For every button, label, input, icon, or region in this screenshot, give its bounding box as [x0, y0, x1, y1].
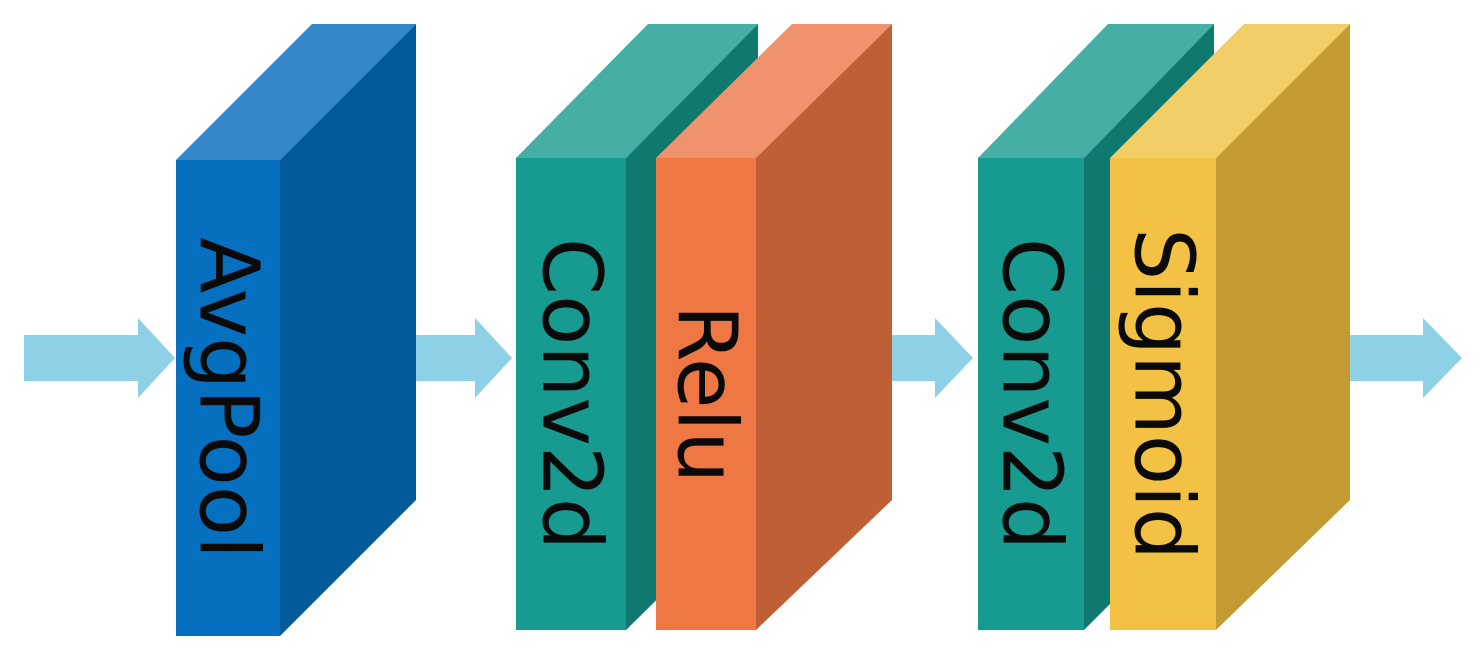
sigmoid-front-face	[1110, 158, 1216, 630]
input-arrow	[24, 318, 175, 398]
avgpool-block: AvgPool	[176, 24, 416, 636]
sigmoid-block: Sigmoid	[1110, 24, 1350, 630]
relu-side-face	[756, 24, 892, 630]
avgpool-front-face	[176, 160, 280, 636]
relu-label: Relu	[659, 305, 754, 484]
conv2d-2-front-face	[978, 158, 1084, 630]
sigmoid-top-face	[1110, 24, 1350, 158]
avgpool-side-face	[280, 24, 416, 636]
conv2d-1-top-face	[516, 24, 758, 158]
sigmoid-side-face	[1216, 24, 1350, 630]
conv2d-1-label: Conv2d	[524, 238, 619, 550]
relu-top-face	[656, 24, 892, 158]
conv2d-1-front-face	[516, 158, 626, 630]
relu-block: Relu	[656, 24, 892, 630]
conv2d-2-label: Conv2d	[984, 238, 1079, 550]
sigmoid-label: Sigmoid	[1116, 228, 1211, 560]
conv2d-2-top-face	[978, 24, 1214, 158]
avgpool-label: AvgPool	[181, 237, 276, 559]
relu-front-face	[656, 158, 756, 630]
avgpool-top-face	[176, 24, 416, 160]
